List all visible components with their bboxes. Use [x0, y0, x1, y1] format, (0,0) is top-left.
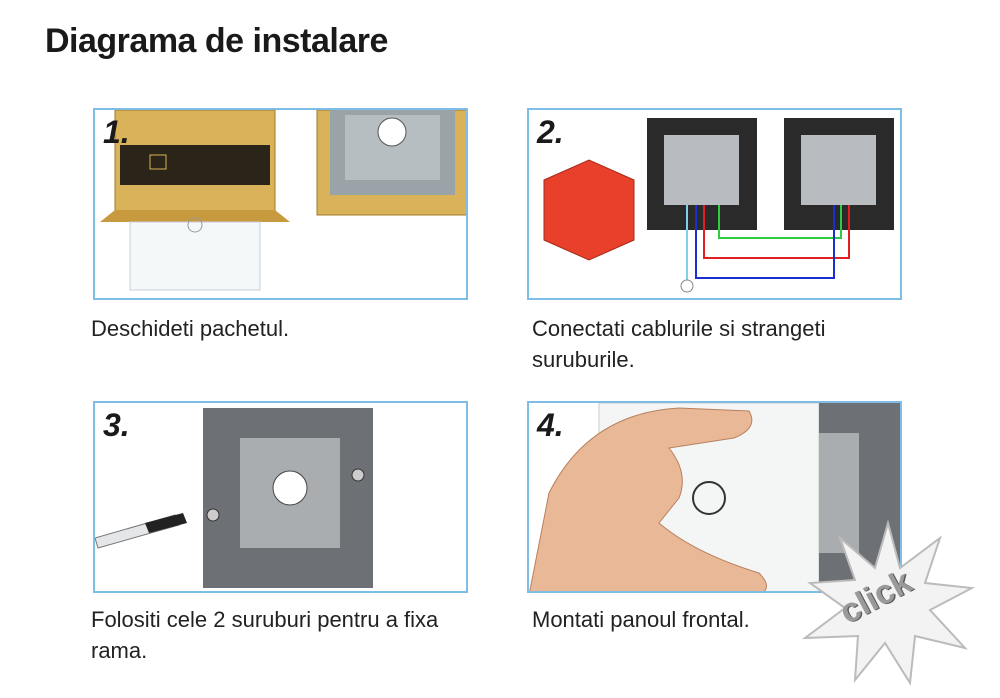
step-4-illustration: 4. [527, 401, 902, 593]
step-number: 3. [103, 407, 130, 443]
step-2-caption: Conectati cablurile si strangeti surubur… [532, 316, 826, 372]
package-drawing [100, 110, 466, 291]
step-4-caption: Montati panoul frontal. [532, 607, 750, 632]
step-3-illustration: 3. [93, 401, 468, 593]
step-2-illustration: 2. [527, 108, 902, 300]
step-number: 4. [537, 407, 564, 443]
starburst-icon [801, 519, 975, 686]
step-number: 2. [537, 114, 564, 150]
step-1-illustration: 1. [93, 108, 468, 300]
step-1-caption: Deschideti pachetul. [91, 316, 290, 341]
wiring-diagram [543, 118, 894, 293]
step-number: 1. [103, 114, 130, 150]
step-3-caption: Folositi cele 2 suruburi pentru a fixa r… [91, 607, 439, 663]
page-title: Diagrama de instalare [45, 22, 388, 60]
frame-screw-drawing [95, 408, 373, 588]
click-badge: click [800, 518, 975, 688]
